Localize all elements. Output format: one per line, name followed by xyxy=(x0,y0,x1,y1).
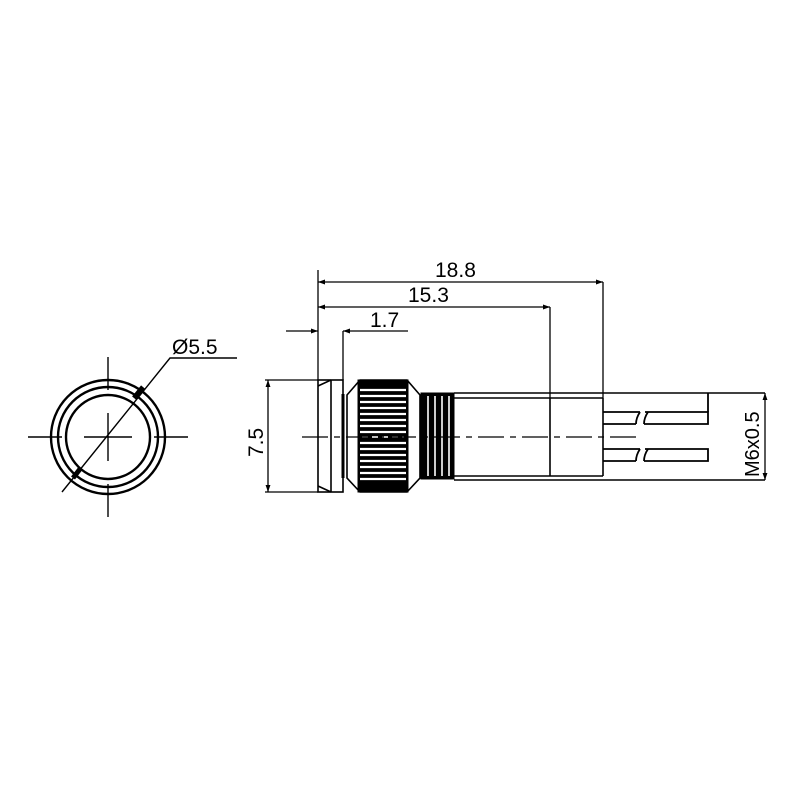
dim-thread-spec: M6x0.5 xyxy=(742,411,764,477)
diameter-label: Ø5.5 xyxy=(172,336,218,359)
pins xyxy=(603,393,709,462)
extension-lines xyxy=(265,270,604,493)
body-tube xyxy=(454,392,765,481)
thread xyxy=(420,392,455,480)
diameter-leader xyxy=(61,357,237,493)
dimension-lines xyxy=(265,279,768,492)
inner-ring xyxy=(64,393,152,481)
dim-flange-thickness: 1.7 xyxy=(370,309,399,332)
dim-body-length: 15.3 xyxy=(408,284,449,307)
dim-head-height: 7.5 xyxy=(245,428,268,457)
dim-overall-length: 18.8 xyxy=(435,259,476,282)
flange xyxy=(317,379,344,493)
knurled-nut xyxy=(346,379,421,493)
front-view xyxy=(28,357,237,517)
side-view xyxy=(265,270,768,493)
center-mark xyxy=(28,357,188,517)
